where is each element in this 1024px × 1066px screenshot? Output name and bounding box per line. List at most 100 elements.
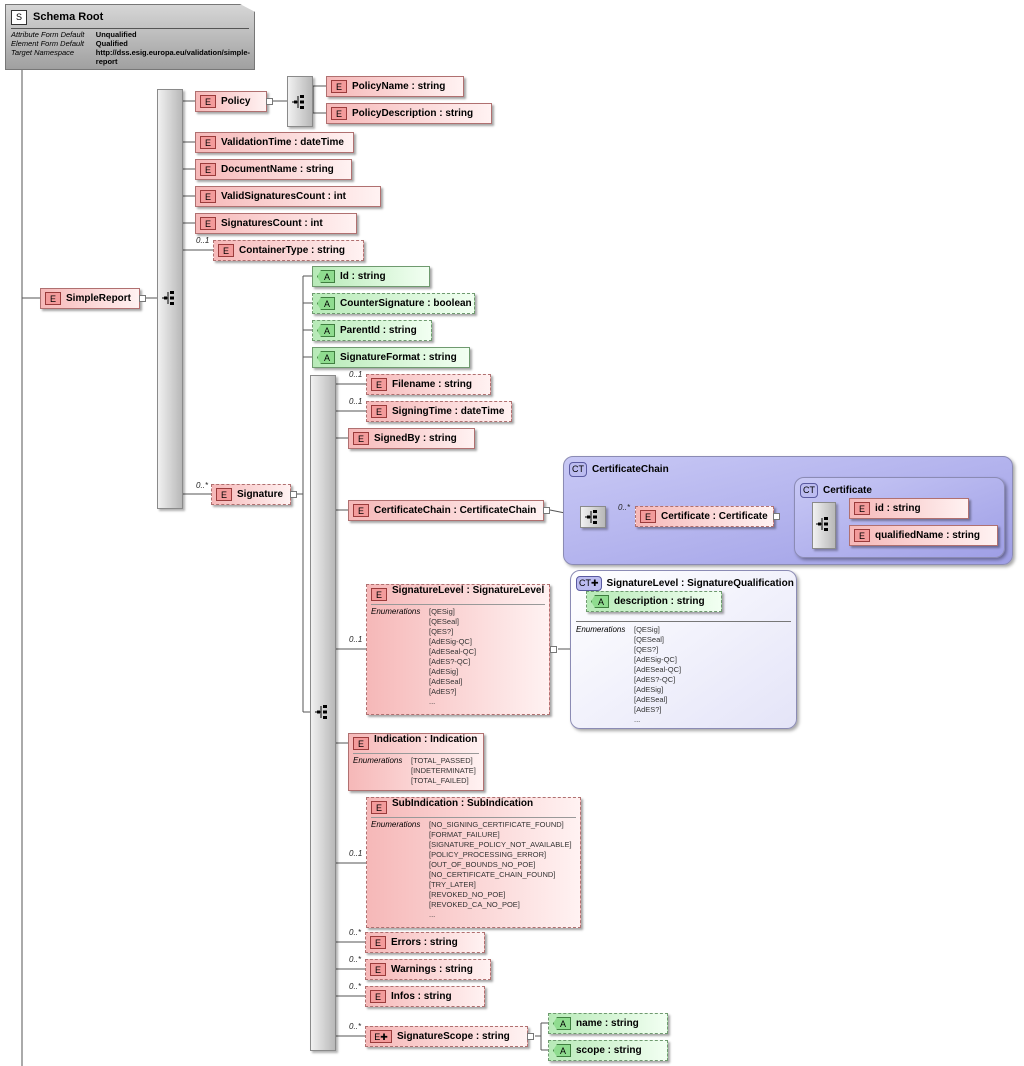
enum-value: [NO_SIGNING_CERTIFICATE_FOUND] [429,820,564,829]
collapse-toggle[interactable] [543,507,550,514]
occurrence-label: 0..* [618,503,631,512]
element-ext-icon: E✚ [370,1030,392,1043]
element-label: Indication : Indication [374,734,478,745]
element-label: DocumentName : string [221,164,334,175]
complex-type-title: CT✚SignatureLevel : SignatureQualificati… [576,576,794,591]
enum-value: [OUT_OF_BOUNDS_NO_POE] [429,860,536,869]
element-icon: E [200,190,216,203]
attribute-signature-format[interactable]: A SignatureFormat : string [312,347,470,368]
element-container-type[interactable]: E ContainerType : string [213,240,364,261]
attribute-label: Id : string [340,271,386,282]
enumerations-values: [NO_SIGNING_CERTIFICATE_FOUND] [FORMAT_F… [429,818,580,920]
collapse-toggle[interactable] [527,1033,534,1040]
enum-value: [AdESig] [429,667,459,676]
enum-value: ... [429,697,436,706]
enumerations-block: Enumerations [NO_SIGNING_CERTIFICATE_FOU… [371,818,580,920]
occurrence-label: 0..1 [349,370,363,379]
enumerations-values: [QESig] [QESeal] [QES?] [AdESig-QC] [AdE… [429,605,549,707]
element-icon: E [218,244,234,257]
collapse-toggle[interactable] [266,98,273,105]
element-icon: E [370,963,386,976]
divider [371,604,545,605]
element-icon: E [640,510,656,523]
occurrence-label: 0..1 [349,635,363,644]
enum-value: [REVOKED_NO_POE] [429,890,506,899]
divider [11,28,249,29]
collapse-toggle[interactable] [773,513,780,520]
enum-value: [QESig] [634,625,660,634]
sequence-icon [162,291,174,305]
complex-type-label: CertificateChain [592,464,669,475]
element-icon: E [216,488,232,501]
enum-value: [POLICY_PROCESSING_ERROR] [429,850,547,859]
enum-value: ... [634,715,641,724]
enumerations-values: [QESig] [QESeal] [QES?] [AdESig-QC] [AdE… [634,623,786,725]
sequence-icon [292,95,304,109]
enum-value: [AdES?] [634,705,662,714]
enumerations-label: Enumerations [576,625,626,634]
element-label: Warnings : string [391,964,473,975]
complex-type-label: Certificate [823,485,872,496]
collapse-toggle[interactable] [139,295,146,302]
element-icon: E [353,432,369,445]
collapse-toggle[interactable] [290,491,297,498]
element-icon: E [371,378,387,391]
enum-value: ... [429,910,436,919]
attribute-label: ParentId : string [340,325,417,336]
element-label: ContainerType : string [239,245,345,256]
element-label: SubIndication : SubIndication [392,798,534,809]
attribute-label: SignatureFormat : string [340,352,457,363]
element-label: Errors : string [391,937,458,948]
element-warnings[interactable]: E Warnings : string [365,959,491,980]
enum-value: [INDETERMINATE] [411,766,476,775]
enumerations-values: [TOTAL_PASSED] [INDETERMINATE] [TOTAL_FA… [411,754,483,786]
attribute-icon: A [317,324,335,337]
occurrence-label: 0..1 [349,397,363,406]
attribute-icon: A [317,351,335,364]
attribute-label: CounterSignature : boolean [340,298,472,309]
element-icon: E [370,936,386,949]
collapse-toggle[interactable] [550,646,557,653]
attribute-label: description : string [614,596,705,607]
element-icon: E [200,136,216,149]
enum-value: [SIGNATURE_POLICY_NOT_AVAILABLE] [429,840,572,849]
enum-value: [AdESig-QC] [429,637,472,646]
element-errors[interactable]: E Errors : string [365,932,485,953]
element-label: Filename : string [392,379,473,390]
element-signature-scope[interactable]: E✚SignatureScope : string [365,1026,528,1047]
attribute-parent-id[interactable]: A ParentId : string [312,320,432,341]
element-icon: E [200,95,216,108]
element-icon: E [371,588,387,601]
enumerations-block: Enumerations [QESig] [QESeal] [QES?] [Ad… [576,623,786,725]
property-value: Unqualified [95,30,137,39]
element-filename[interactable]: E Filename : string [366,374,491,395]
property-key: Attribute Form Default [11,30,85,39]
